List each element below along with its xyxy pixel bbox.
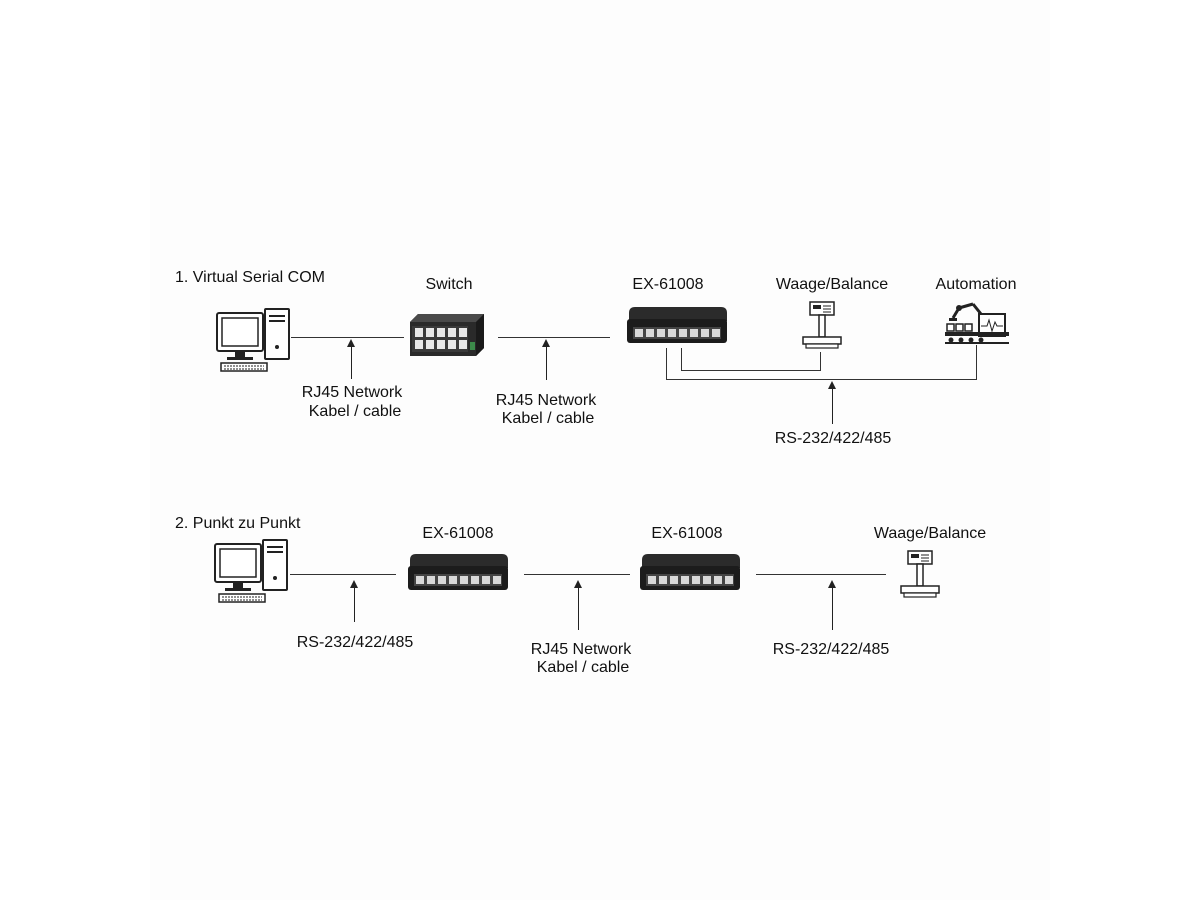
arrow-rj45-2 [542,339,550,380]
balance-label: Waage/Balance [775,276,889,293]
serial-bus-drop-converter [666,348,667,379]
arrow-rj45-3 [574,580,582,630]
diagram-canvas [150,0,1050,900]
arrow-serial-2 [828,580,836,630]
serial-balance-drop-right [820,352,821,370]
rj45-label-1-line1: RJ45 Network [301,384,403,401]
serial-line-1 [290,574,396,575]
switch-label: Switch [425,276,473,293]
serial2-label: RS-232/422/485 [772,641,890,658]
network-switch-icon [410,314,484,356]
rj45-label-2-line2: Kabel / cable [501,410,595,427]
robot-arm-icon [945,302,1009,344]
section2-title: 2. Punkt zu Punkt [175,515,301,532]
rj45-label-2-line1: RJ45 Network [495,392,597,409]
balance2-label: Waage/Balance [873,525,987,542]
arrow-rj45-1 [347,339,355,379]
rj45-line-1 [291,337,404,338]
converter2-label: EX-61008 [651,525,723,542]
ex-61008-device-icon [640,554,740,590]
serial-balance-line [681,370,821,371]
converter1-label: EX-61008 [422,525,494,542]
serial-label: RS-232/422/485 [774,430,892,447]
rj45-line-2 [498,337,610,338]
scale-icon [900,550,940,598]
converter-label: EX-61008 [632,276,704,293]
automation-label: Automation [935,276,1017,293]
rj45-line-3 [524,574,630,575]
ex-61008-device-icon [627,307,727,343]
scale-icon [802,301,842,349]
serial-balance-drop-left [681,348,682,370]
section1-title: 1. Virtual Serial COM [175,269,325,286]
rj45-label-3-line2: Kabel / cable [536,659,630,676]
serial1-label: RS-232/422/485 [296,634,414,651]
serial-line-2 [756,574,886,575]
rj45-label-1-line2: Kabel / cable [308,403,402,420]
serial-bus-line [666,379,977,380]
computer-icon [214,539,288,603]
rj45-label-3-line1: RJ45 Network [530,641,632,658]
ex-61008-device-icon [408,554,508,590]
arrow-serial-1 [350,580,358,622]
computer-icon [216,308,290,372]
arrow-serial [828,381,836,424]
serial-bus-drop-automation [976,345,977,379]
